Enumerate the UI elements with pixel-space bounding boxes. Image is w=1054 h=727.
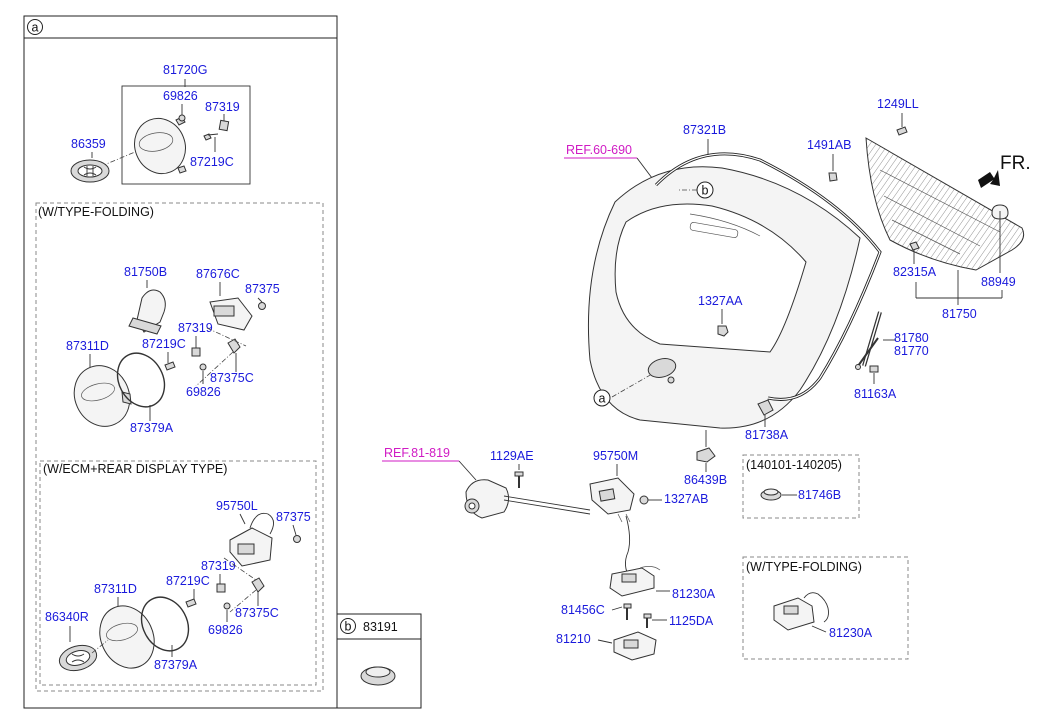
part-label-87311D-mid: 87311D xyxy=(66,339,109,353)
section-folding-right-label: (W/TYPE-FOLDING) xyxy=(746,560,862,574)
part-label-87321B: 87321B xyxy=(683,123,726,137)
part-label-81163A: 81163A xyxy=(854,387,897,401)
section-ecm-label: (W/ECM+REAR DISPLAY TYPE) xyxy=(43,462,227,476)
gasket-87379A-ecm xyxy=(140,596,190,652)
folding-section-frame xyxy=(35,202,324,692)
lifter-group: 81780 81770 81163A xyxy=(854,311,929,401)
date-range-box: (140101-140205) 81746B xyxy=(742,454,860,519)
callout-a-label: a xyxy=(599,392,606,406)
part-label-81720G: 81720G xyxy=(163,63,207,77)
stopper-81738A xyxy=(757,399,774,416)
part-label-87219C-mid: 87219C xyxy=(142,337,186,351)
panel-b-marker-label: b xyxy=(345,620,352,634)
part-label-81230A-folding: 81230A xyxy=(829,626,873,640)
part-label-86340R: 86340R xyxy=(45,610,89,624)
part-label-69826-mid: 69826 xyxy=(186,385,221,399)
tailgate-assembly: REF.60-690 87321B a b 1327AA 81738A xyxy=(564,123,882,487)
ref-60-690: REF.60-690 xyxy=(566,143,632,157)
part-label-81770: 81770 xyxy=(894,344,929,358)
part-label-81210: 81210 xyxy=(556,632,591,646)
part-label-86439B: 86439B xyxy=(684,473,727,487)
part-label-87379A-mid: 87379A xyxy=(130,421,174,435)
panel-b: b 83191 xyxy=(336,613,422,709)
part-label-69826-top: 69826 xyxy=(163,89,198,103)
part-label-87379A-ecm: 87379A xyxy=(154,658,198,672)
callout-a xyxy=(593,389,611,407)
part-label-86359: 86359 xyxy=(71,137,106,151)
callout-b-label: b xyxy=(702,184,709,198)
panel-a-marker-label: a xyxy=(32,21,39,35)
part-label-87375C-ecm: 87375C xyxy=(235,606,279,620)
emblem-box xyxy=(121,85,251,185)
part-label-81456C: 81456C xyxy=(561,603,605,617)
part-label-1327AB: 1327AB xyxy=(664,492,708,506)
direction-label: FR. xyxy=(1000,153,1031,174)
part-label-87319-top: 87319 xyxy=(205,100,240,114)
cap-86439B xyxy=(696,447,716,463)
part-label-1125DA: 1125DA xyxy=(669,614,714,628)
panel-a-frame xyxy=(23,15,338,709)
trim-panel-81750 xyxy=(865,137,1025,271)
panel-a-marker xyxy=(27,19,43,35)
ecm-section-frame xyxy=(39,460,317,686)
folding-right-box: (W/TYPE-FOLDING) 81230A xyxy=(742,556,909,660)
housing-87311D-ecm xyxy=(99,605,155,669)
part-label-81230A: 81230A xyxy=(672,587,716,601)
part-label-81746B: 81746B xyxy=(798,488,841,502)
part-label-83191: 83191 xyxy=(363,620,398,634)
trim-panel-group: 1249LL 1491AB FR. 82315A 88949 81750 xyxy=(807,97,1031,321)
part-label-87219C-ecm: 87219C xyxy=(166,574,210,588)
part-label-95750L: 95750L xyxy=(216,499,258,513)
part-label-87375C-mid: 87375C xyxy=(210,371,254,385)
part-label-88949: 88949 xyxy=(981,275,1016,289)
part-label-87319-ecm: 87319 xyxy=(201,559,236,573)
part-label-1491AB: 1491AB xyxy=(807,138,851,152)
part-label-95750M: 95750M xyxy=(593,449,638,463)
panel-b-marker xyxy=(340,618,356,634)
ref-81-819: REF.81-819 xyxy=(384,446,450,460)
part-label-1129AE: 1129AE xyxy=(490,449,534,463)
part-label-87319-mid: 87319 xyxy=(178,321,213,335)
part-label-87375-mid: 87375 xyxy=(245,282,280,296)
emblem-housing xyxy=(134,117,186,175)
part-label-69826-ecm: 69826 xyxy=(208,623,243,637)
part-label-87219C-top: 87219C xyxy=(190,155,234,169)
section-folding-label: (W/TYPE-FOLDING) xyxy=(38,205,154,219)
part-label-81750B: 81750B xyxy=(124,265,167,279)
pad-87319-top xyxy=(218,119,230,132)
gasket-87379A-mid xyxy=(116,352,166,408)
latch-group: REF.81-819 1129AE 95750M 1327AB 81230A 8 xyxy=(382,446,716,661)
front-arrow-icon xyxy=(978,170,1000,188)
housing-87311D-mid xyxy=(73,365,131,427)
part-label-81738A: 81738A xyxy=(745,428,789,442)
part-label-1249LL: 1249LL xyxy=(877,97,919,111)
section-date-range-label: (140101-140205) xyxy=(746,458,842,472)
part-label-81750: 81750 xyxy=(942,307,977,321)
part-label-87375-ecm: 87375 xyxy=(276,510,311,524)
tailgate-window xyxy=(614,203,807,353)
part-label-82315A: 82315A xyxy=(893,265,937,279)
panel-b-frame xyxy=(336,613,422,709)
panel-a: a 81720G 69826 87319 87219C 86359 (W/TYP… xyxy=(23,15,338,709)
part-label-1327AA: 1327AA xyxy=(698,294,743,308)
part-label-87311D-ecm: 87311D xyxy=(94,582,137,596)
part-label-81780: 81780 xyxy=(894,331,929,345)
part-label-87676C: 87676C xyxy=(196,267,240,281)
